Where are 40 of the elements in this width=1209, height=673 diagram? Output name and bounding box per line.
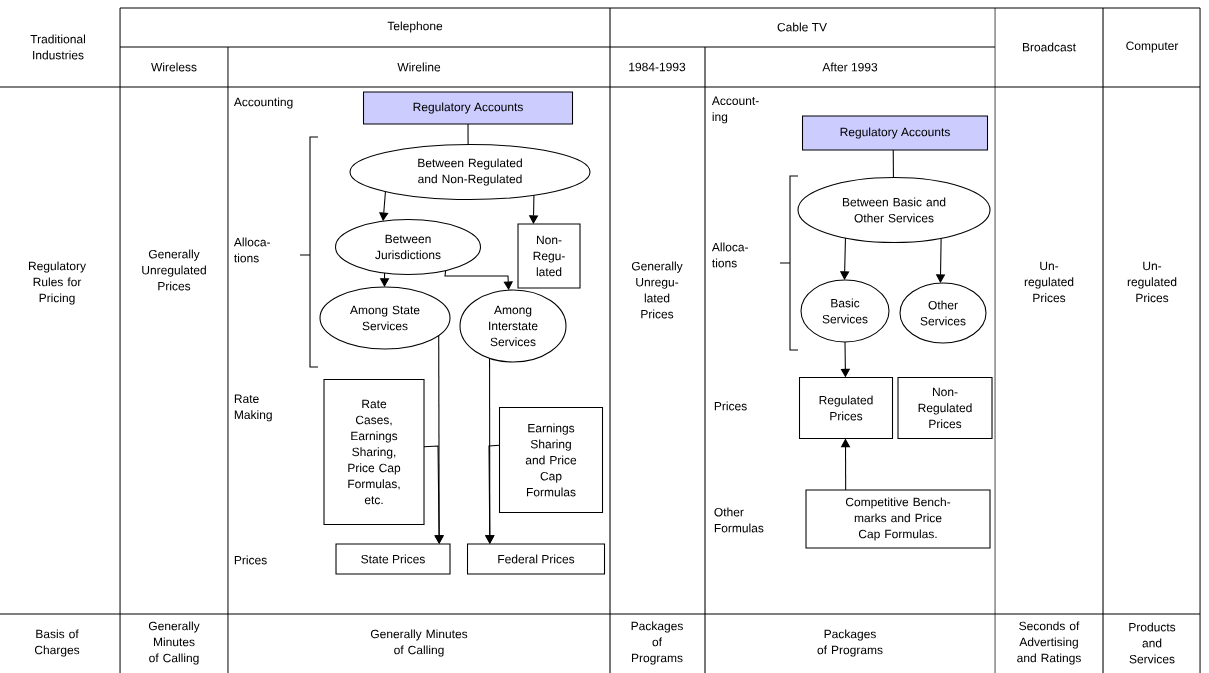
process-box: Rate Cases, Earnings Sharing, Price Cap Formulas, etc. xyxy=(323,378,425,526)
table-cell: Generally Unregu- lated Prices xyxy=(631,261,683,319)
stage-label: Alloca- tions xyxy=(233,237,270,263)
stage-label: Prices xyxy=(714,401,747,411)
column-header: After 1993 xyxy=(822,62,878,72)
process-box: Competitive Bench- marks and Price Cap Formulas. xyxy=(805,489,991,549)
column-header: 1984-1993 xyxy=(629,62,686,72)
stage-label: Accounting xyxy=(233,97,293,109)
accounts-box: Regulatory Accounts xyxy=(362,91,574,125)
table-cell: Products and Services xyxy=(1129,622,1176,664)
column-header: Computer xyxy=(1126,41,1179,53)
row-header: Traditional Industries xyxy=(30,34,85,60)
table-cell: Seconds of Advertising and Ratings xyxy=(1017,621,1081,665)
table-cell: Un- regulated Prices xyxy=(1127,261,1177,303)
table-cell: Generally Minutes of Calling xyxy=(148,621,200,665)
row-header: Regulatory Rules for Pricing xyxy=(29,261,86,305)
arrow xyxy=(423,445,444,544)
column-header: Wireline xyxy=(397,62,441,72)
accounts-box: Regulatory Accounts xyxy=(801,115,989,151)
process-box: Earnings Sharing and Price Cap Formulas xyxy=(498,406,604,514)
process-box: Federal Prices xyxy=(466,543,606,575)
stage-label: Rate Making xyxy=(234,394,272,422)
process-box: State Prices xyxy=(335,543,451,575)
process-box: Non- Regulated Prices xyxy=(897,376,993,440)
table-cell: Generally Minutes of Calling xyxy=(370,629,468,657)
column-header: Broadcast xyxy=(1023,42,1076,52)
table-cell: Packages of Programs xyxy=(817,629,883,657)
column-header: Wireless xyxy=(151,62,197,72)
row-header: Basis of Charges xyxy=(34,629,80,657)
table-cell: Generally Unregulated Prices xyxy=(142,249,206,291)
stage-label: Alloca- tions xyxy=(711,242,748,268)
table-cell: Un- regulated Prices xyxy=(1024,261,1074,303)
table-cell: Packages of Programs xyxy=(631,621,683,665)
stage-label: Account- ing xyxy=(711,96,759,124)
column-header: Cable TV xyxy=(777,22,827,32)
column-header: Telephone xyxy=(387,21,443,33)
stage-label: Prices xyxy=(234,555,267,565)
process-box: Regulated Prices xyxy=(798,376,894,440)
process-box: Non- Regu- lated xyxy=(517,223,581,289)
stage-label: Other Formulas xyxy=(714,507,764,533)
